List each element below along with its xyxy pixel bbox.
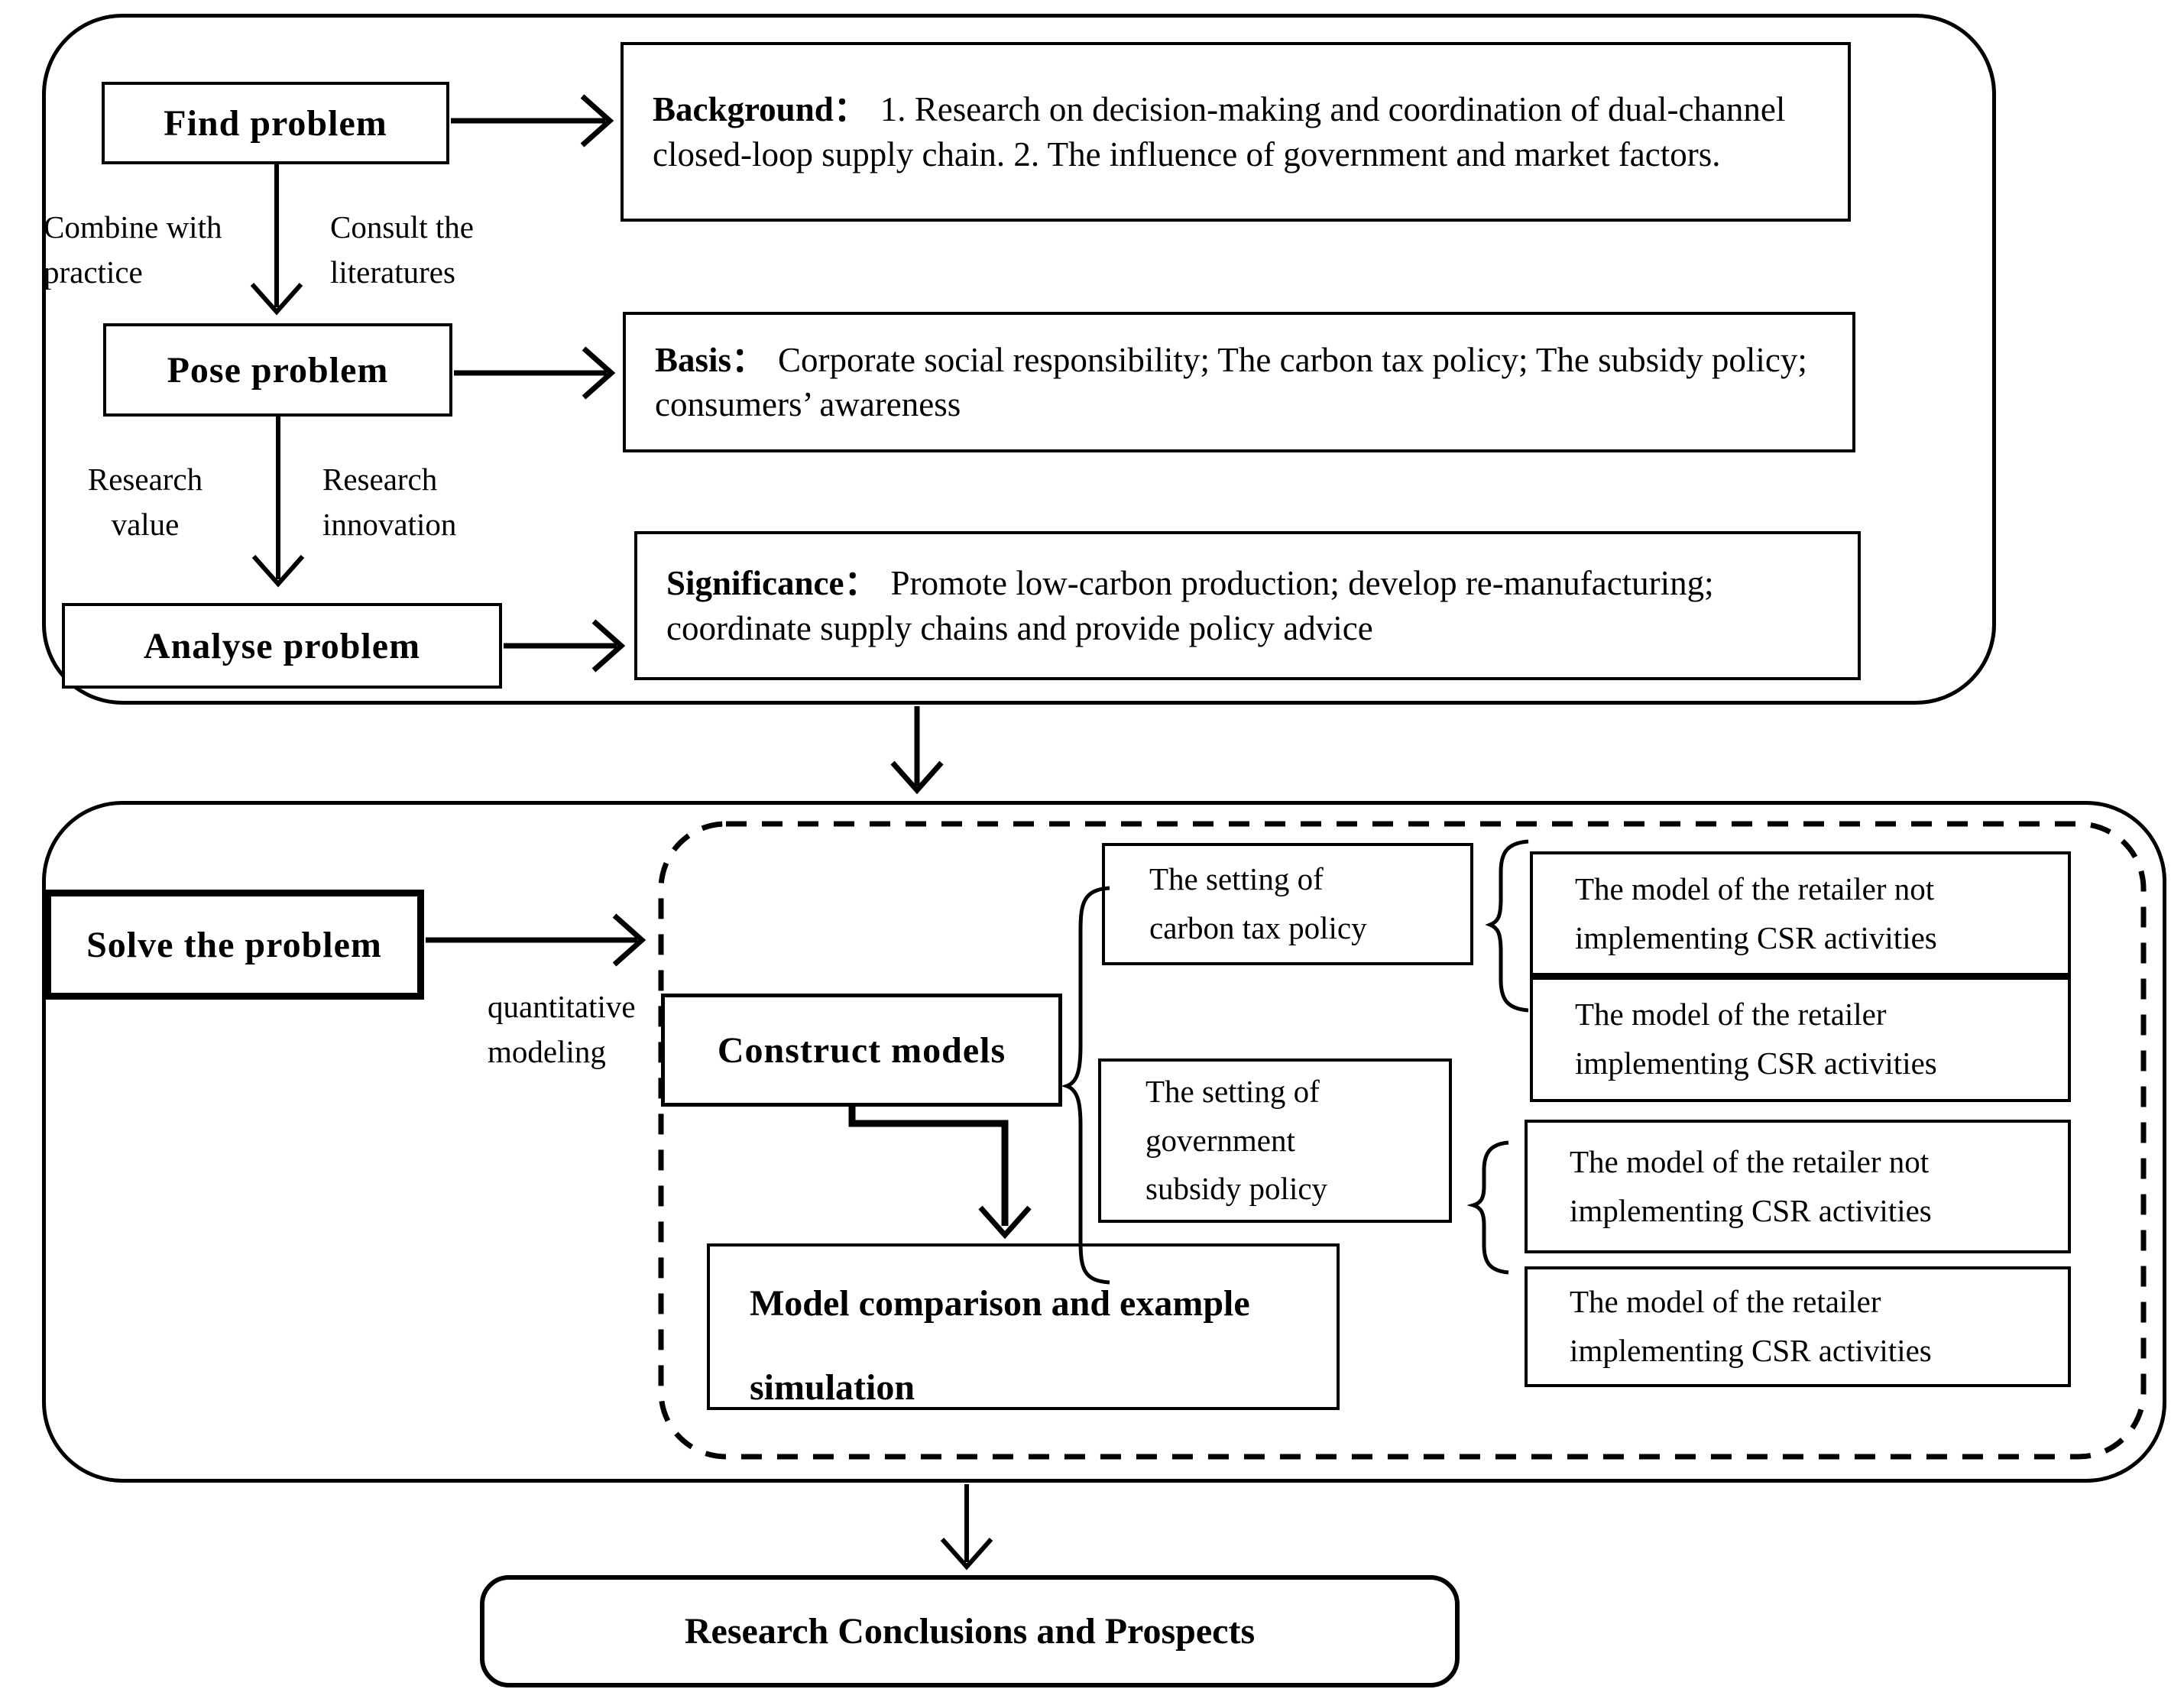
significance-box: Significance：Promote low-carbon producti… [634,531,1861,680]
significance-label: Significance： [666,564,879,602]
basis-box: Basis：Corporate social responsibility; T… [623,312,1855,452]
solve-problem-box: Solve the problem [44,890,424,1000]
conclusion-box: Research Conclusions and Prospects [480,1575,1460,1687]
model-box-no-csr-carbon: The model of the retailer not implementi… [1530,851,2071,980]
find-problem-label: Find problem [164,102,387,144]
model-comparison-box: Model comparison and example simulation [707,1243,1340,1410]
pose-problem-box: Pose problem [103,323,452,417]
conclusion-label: Research Conclusions and Prospects [684,1611,1256,1652]
model-box-no-csr-subsidy: The model of the retailer not implementi… [1525,1120,2071,1253]
background-box: Background：1. Research on decision-makin… [621,42,1851,222]
edge-label-consult-literatures: Consult the literatures [330,209,474,290]
basis-label: Basis： [655,340,766,379]
carbon-tax-setting-box: The setting of carbon tax policy [1102,843,1473,965]
edge-label-research-value: Research value [87,462,203,543]
arrow-phase1-to-phase2 [890,706,944,795]
edge-label-research-innovation: Research innovation [322,462,457,543]
subsidy-setting-box: The setting of government subsidy policy [1098,1058,1452,1223]
phase1-container [42,14,1996,705]
basis-text: Basis：Corporate social responsibility; T… [655,340,1807,424]
analyse-problem-box: Analyse problem [62,603,502,689]
construct-models-box: Construct models [661,994,1062,1107]
edge-label-quantitative-modeling: quantitative modeling [488,989,636,1070]
model-box-csr-subsidy: The model of the retailer implementing C… [1525,1266,2071,1387]
pose-problem-label: Pose problem [167,349,389,391]
model-box-csr-carbon: The model of the retailer implementing C… [1530,980,2071,1102]
background-label: Background： [653,90,868,128]
solve-problem-label: Solve the problem [86,924,382,965]
phase2-container [42,801,2166,1483]
analyse-problem-label: Analyse problem [143,625,421,666]
construct-models-label: Construct models [717,1029,1006,1071]
arrow-phase2-to-conclusion [940,1484,993,1571]
edge-label-combine-practice: Combine with practice [44,209,222,290]
find-problem-box: Find problem [102,82,449,164]
significance-text: Significance：Promote low-carbon producti… [666,564,1714,647]
background-text: Background：1. Research on decision-makin… [653,90,1786,173]
